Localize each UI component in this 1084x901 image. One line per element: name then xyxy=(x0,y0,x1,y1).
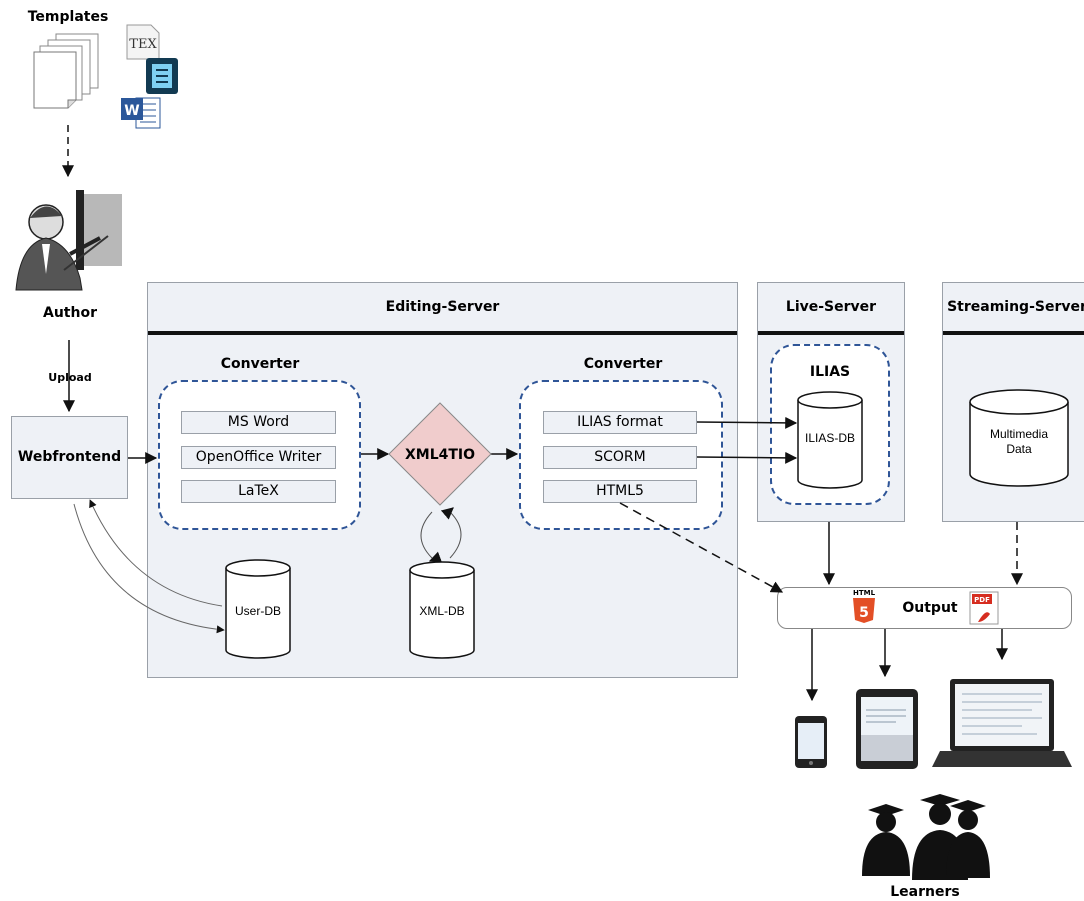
live-server-title: Live-Server xyxy=(758,283,904,335)
multimedia-db-cylinder xyxy=(969,389,1069,487)
format-html5: HTML5 xyxy=(543,480,697,503)
ilias-title: ILIAS xyxy=(809,364,851,380)
ilias-db-label: ILIAS-DB xyxy=(805,431,855,445)
user-db-label: User-DB xyxy=(235,604,281,618)
xml4tio-label: XML4TIO xyxy=(405,447,475,463)
multimedia-db-label-line2: Data xyxy=(1006,442,1032,456)
multimedia-db-label-line1: Multimedia xyxy=(990,427,1048,441)
xml4tio-diamond xyxy=(388,402,492,506)
author-label: Author xyxy=(43,305,97,321)
format-ms-word: MS Word xyxy=(181,411,336,434)
smartphone-icon xyxy=(795,716,827,768)
output-box xyxy=(777,587,1072,629)
tex-glyph: TEX xyxy=(129,37,157,52)
webfrontend-label: Webfrontend xyxy=(17,449,122,465)
svg-text:W: W xyxy=(124,103,139,119)
laptop-icon xyxy=(932,679,1072,767)
learners-label: Learners xyxy=(890,884,960,900)
xml-db-cylinder xyxy=(409,561,475,659)
user-db-cylinder xyxy=(225,559,291,659)
tex-icon: TEX xyxy=(126,24,160,60)
ilias-db-cylinder xyxy=(797,391,863,489)
html5-badge-text: HTML xyxy=(853,589,876,597)
format-openoffice-writer: OpenOffice Writer xyxy=(181,446,336,469)
upload-label: Upload xyxy=(48,371,92,384)
webfrontend-box: Webfrontend xyxy=(11,416,128,499)
learners-icon xyxy=(862,794,990,880)
tablet-icon xyxy=(856,689,918,769)
format-ilias: ILIAS format xyxy=(543,411,697,434)
pdf-icon: PDF xyxy=(969,591,999,625)
format-latex: LaTeX xyxy=(181,480,336,503)
html5-badge-digit: 5 xyxy=(859,605,869,621)
openoffice-icon xyxy=(146,58,178,94)
xml-db-label: XML-DB xyxy=(419,604,464,618)
editing-server-title: Editing-Server xyxy=(148,283,737,335)
streaming-server-title: Streaming-Server xyxy=(943,283,1084,335)
document-stack-icon xyxy=(33,33,99,109)
html5-icon: HTML 5 xyxy=(853,589,876,623)
templates-title: Templates xyxy=(27,9,109,25)
output-label: Output xyxy=(902,600,958,616)
converter-in-title: Converter xyxy=(220,356,300,372)
converter-out-title: Converter xyxy=(583,356,663,372)
format-scorm: SCORM xyxy=(543,446,697,469)
pdf-badge-text: PDF xyxy=(974,596,990,604)
presenter-icon xyxy=(15,190,122,291)
word-icon: W xyxy=(121,97,161,129)
